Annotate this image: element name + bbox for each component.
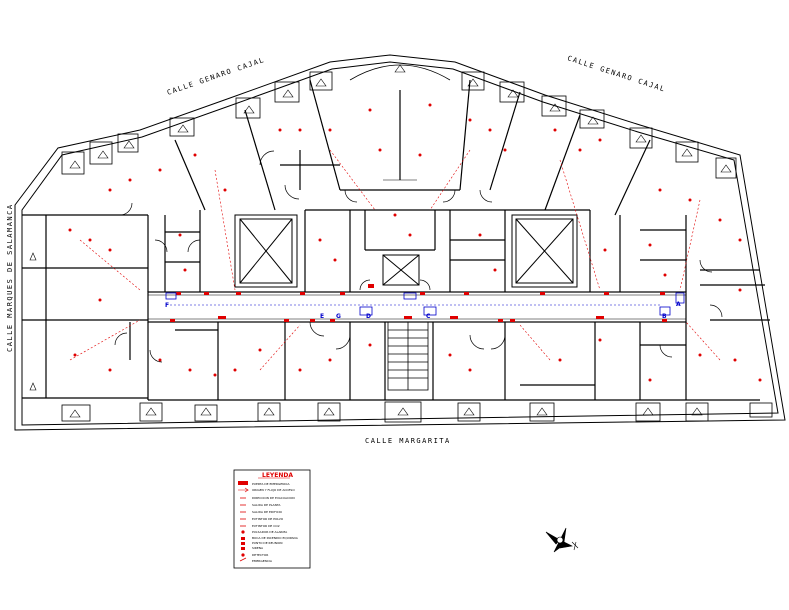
interior-walls <box>22 79 770 401</box>
bay-windows-south <box>61 401 773 423</box>
legend-title: LEYENDA <box>262 472 293 479</box>
corridor-markers <box>165 292 685 316</box>
legend-item-label: ORIGEN Y FLUJO DE ACCESO <box>252 488 295 492</box>
legend-item-label: EXTINTOR DE CO2 <box>252 524 280 528</box>
legend-item-label: PUNTO DE REUNION <box>252 541 282 545</box>
corridor-label: A <box>676 301 681 308</box>
safety-markers <box>68 103 762 382</box>
elevator-shafts <box>234 214 578 288</box>
doors <box>114 150 723 363</box>
street-label-west: CALLE MARQUES DE SALAMANCA <box>6 203 14 352</box>
legend-item-label: EXTINTOR DE POLVO <box>252 517 284 521</box>
legend-item-label: DIRECCION DE EVACUACION <box>252 496 295 500</box>
legend-item-label: SIRENA <box>252 546 264 550</box>
staircase <box>387 321 429 391</box>
corridor-label: G <box>336 313 341 320</box>
corridor-label: F <box>165 302 169 309</box>
street-label-south: CALLE MARGARITA <box>365 437 451 445</box>
legend-item-label: PUERTA DE EMERGENCIA <box>252 482 290 486</box>
corridor-label-group: A B C D E F G <box>165 301 681 320</box>
window-triangles <box>29 64 732 391</box>
legend-item-label: BOCA DE INCENDIO EQUIPADA <box>252 536 299 540</box>
legend-item-label: SALIDA DE EDIFICIO <box>252 510 283 514</box>
north-arrow-icon <box>545 527 579 553</box>
corridor-label: C <box>426 313 431 320</box>
legend-box: LEYENDA PUERTA DE EMERGENCIA ORIGEN Y FL… <box>233 469 311 569</box>
corridor-label: B <box>662 313 667 320</box>
legend-item-label: SALIDA DE PLANTA <box>252 503 281 507</box>
legend-item-label: DETECTOR <box>252 553 268 557</box>
corridor-label: D <box>366 313 371 320</box>
legend-item-label: EMERGENCIA <box>252 559 273 563</box>
legend-item-label: PULSADOR DE ALARMA <box>252 530 288 534</box>
evacuation-routes <box>69 149 721 371</box>
corridor-label: E <box>320 313 324 320</box>
street-label-north-east: CALLE GENARO CAJAL <box>566 54 666 93</box>
